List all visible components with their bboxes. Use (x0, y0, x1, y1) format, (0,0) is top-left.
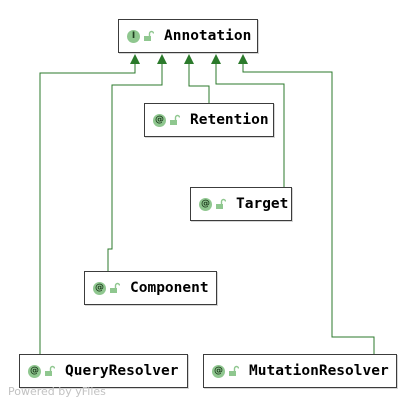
node-retention[interactable]: @ Retention (144, 103, 274, 137)
node-target[interactable]: @ Target (190, 187, 292, 221)
node-label: Target (236, 196, 289, 212)
annotation-icon: @ (28, 364, 41, 378)
lock-open-icon (110, 282, 120, 293)
node-label: Component (130, 280, 209, 296)
edge-query-to-annotation (39, 63, 136, 354)
edge-component-to-annotation (107, 63, 163, 271)
node-label: Annotation (164, 28, 252, 44)
edge-mutation-to-annotation (242, 63, 375, 354)
edge-target-to-annotation (215, 63, 285, 187)
annotation-icon: @ (199, 197, 212, 211)
lock-open-icon (229, 365, 239, 376)
lock-open-icon (144, 30, 154, 41)
lock-open-icon (45, 365, 55, 376)
node-label: MutationResolver (249, 363, 389, 379)
interface-icon: I (127, 29, 140, 43)
watermark: Powered by yFiles (8, 385, 106, 398)
node-label: Retention (190, 112, 269, 128)
lock-open-icon (170, 114, 180, 125)
edge-component-arrowhead (157, 54, 167, 64)
node-mutation-resolver[interactable]: @ MutationResolver (203, 354, 397, 388)
node-component[interactable]: @ Component (84, 271, 217, 305)
edge-retention-to-annotation (188, 63, 210, 103)
annotation-icon: @ (212, 364, 225, 378)
node-label: QueryResolver (65, 363, 179, 379)
annotation-icon: @ (153, 113, 166, 127)
edge-query-arrowhead (130, 54, 140, 64)
node-query-resolver[interactable]: @ QueryResolver (19, 354, 188, 388)
edge-retention-arrowhead (184, 54, 194, 64)
lock-open-icon (216, 198, 226, 209)
annotation-icon: @ (93, 281, 106, 295)
edge-mutation-arrowhead (238, 54, 248, 64)
edge-target-arrowhead (211, 54, 221, 64)
node-annotation[interactable]: I Annotation (118, 19, 258, 53)
